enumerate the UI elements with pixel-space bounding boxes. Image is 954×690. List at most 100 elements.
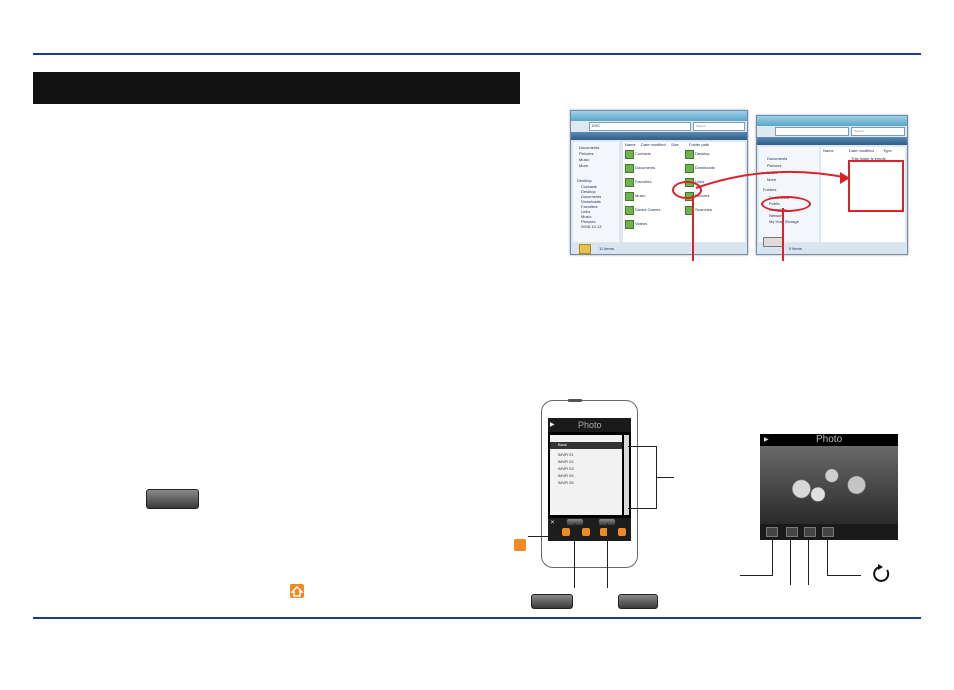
nav-link-more[interactable]: More (579, 163, 589, 168)
nav-folder[interactable]: Links (581, 209, 591, 214)
file-item[interactable]: Desktop (695, 151, 710, 156)
bottom-rule (33, 617, 921, 619)
scrollbar[interactable] (624, 435, 629, 515)
volume-down-icon[interactable] (600, 528, 608, 536)
file-list-pane: Name Date modified Type This folder is e… (821, 147, 905, 242)
file-item[interactable]: Favorites (635, 179, 652, 184)
home-icon[interactable] (562, 528, 570, 536)
file-item[interactable]: Downloads (695, 165, 715, 170)
nav-folder[interactable]: Pictures (581, 219, 596, 224)
host-storage-highlight-circle (761, 196, 811, 212)
nav-folder-header: Folders (763, 187, 777, 192)
folder-icon (625, 220, 634, 229)
volume-up-icon[interactable] (582, 528, 590, 536)
drag-arrow (695, 170, 850, 189)
drop-target-box (848, 160, 904, 212)
command-toolbar (757, 137, 907, 145)
column-header[interactable]: Name (625, 142, 636, 147)
app-titlebar: ▶ Photo (548, 418, 631, 432)
rotate-button[interactable] (822, 527, 834, 537)
file-item[interactable]: Documents (635, 165, 656, 170)
softkey-callout-left (574, 523, 575, 588)
search-box[interactable]: Search (693, 122, 745, 131)
column-header[interactable]: Date modified (849, 148, 874, 153)
column-header[interactable]: Folder path (689, 142, 710, 147)
rotate-callout-pointer (827, 575, 861, 576)
list-item[interactable]: IMVR 02 (558, 459, 574, 464)
file-item[interactable]: Searches (695, 207, 712, 212)
window-titlebar (571, 111, 747, 121)
search-placeholder: Search (696, 124, 706, 128)
app-title: Photo (578, 420, 602, 430)
status-text: 11 items (599, 246, 614, 251)
softkey-callout-right (607, 523, 608, 588)
rotate-callout-line (827, 540, 828, 576)
status-bar: 0 items (757, 237, 907, 254)
folder-icon (685, 150, 694, 159)
address-bar[interactable] (775, 127, 849, 136)
column-header[interactable]: Date modified (641, 142, 666, 147)
list-item[interactable]: IMVR 01 (558, 452, 574, 457)
nav-link-more[interactable]: More (767, 177, 777, 182)
empty-folder-message: This folder is empty. (851, 156, 887, 161)
drive-icon (763, 237, 783, 247)
address-text: DSC (592, 123, 601, 128)
nav-link-music[interactable]: Music (579, 157, 590, 162)
nav-folder[interactable]: Favorites (581, 204, 598, 209)
back-button[interactable] (618, 594, 658, 609)
search-box[interactable]: Search (851, 127, 905, 136)
nav-folder[interactable]: Documents (581, 194, 602, 199)
folder-icon (625, 192, 634, 201)
address-bar[interactable]: DSC (589, 122, 691, 131)
nav-link-pictures[interactable]: Pictures (767, 163, 782, 168)
next-callout-line (808, 540, 809, 585)
play-button[interactable] (766, 527, 778, 537)
home-callout-line (528, 536, 562, 537)
navigation-pane: Documents Pictures Music More Desktop Co… (573, 142, 619, 242)
scroll-callout-bottom (628, 508, 656, 509)
softkey-select[interactable] (566, 518, 584, 526)
file-item-drive[interactable]: Pictures (695, 193, 710, 198)
file-item[interactable]: Saved Games (635, 207, 661, 212)
window-titlebar (757, 116, 907, 126)
nav-folder[interactable]: Desktop (581, 189, 596, 194)
scroll-callout-top (628, 446, 656, 447)
file-item[interactable]: Music (635, 193, 646, 198)
file-list: Back IMVR 01 IMVR 02 IMVR 03 IMVR 04 IMV… (550, 435, 622, 515)
home-icon (290, 584, 304, 598)
column-header[interactable]: Size (671, 142, 679, 147)
nav-folder[interactable]: Desktop (577, 178, 592, 183)
folder-icon (625, 164, 634, 173)
close-icon[interactable]: ✕ (550, 520, 556, 526)
column-header[interactable]: Type (883, 148, 892, 153)
list-item[interactable]: IMVR 05 (558, 480, 574, 485)
nav-link-documents[interactable]: Documents (767, 156, 788, 161)
list-item-selected[interactable]: Back (550, 442, 622, 449)
next-button[interactable] (804, 527, 816, 537)
viewer-control-bar (760, 524, 898, 540)
play-callout-pointer (740, 575, 773, 576)
column-header[interactable]: Name (823, 148, 834, 153)
list-item[interactable]: IMVR 03 (558, 466, 574, 471)
nav-folder[interactable]: Music (581, 214, 592, 219)
nav-folder[interactable]: Downloads (581, 199, 601, 204)
list-item[interactable]: IMVR 04 (558, 473, 574, 478)
device-screen-photo-viewer: ▶ Photo (760, 434, 898, 540)
nav-link-pictures[interactable]: Pictures (579, 151, 594, 156)
device-screen-file-list: ▶ Photo Back IMVR 01 IMVR 02 IMVR 03 IMV… (548, 418, 631, 541)
nav-folder[interactable]: Contacts (581, 184, 597, 189)
status-text: 0 items (789, 246, 802, 251)
device-top-button (568, 399, 582, 402)
nav-folder[interactable]: 2008-10-13 (581, 224, 602, 229)
file-item[interactable]: Videos (635, 221, 648, 226)
nav-link-documents[interactable]: Documents (579, 145, 600, 150)
file-item[interactable]: Links (695, 179, 705, 184)
select-button[interactable] (531, 594, 573, 609)
home-icon (514, 539, 526, 551)
lock-icon[interactable] (618, 528, 626, 536)
search-placeholder: Search (854, 129, 864, 133)
nav-folder[interactable]: Network (769, 213, 784, 218)
file-item[interactable]: Contacts (635, 151, 651, 156)
previous-button[interactable] (786, 527, 798, 537)
menu-button[interactable] (146, 489, 199, 509)
